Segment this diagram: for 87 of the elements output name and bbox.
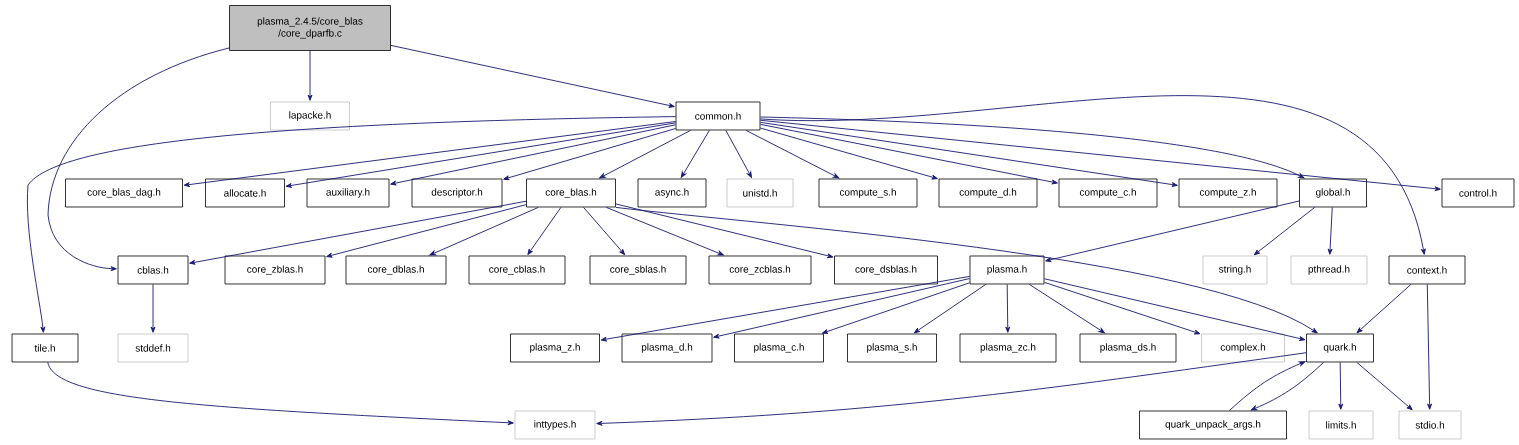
arrow bbox=[713, 278, 971, 339]
arrow bbox=[913, 283, 987, 334]
file-box: plasma_zc.h bbox=[959, 333, 1057, 363]
arrow bbox=[615, 203, 834, 259]
arrow bbox=[390, 124, 677, 186]
arrow bbox=[390, 44, 675, 108]
arrow bbox=[307, 50, 313, 101]
file-box: global.h bbox=[1299, 178, 1367, 208]
file-box: compute_s.h bbox=[818, 178, 918, 208]
file-box: core_zblas.h bbox=[224, 255, 326, 285]
file-box: async.h bbox=[637, 178, 707, 208]
file-box: compute_d.h bbox=[938, 178, 1038, 208]
file-box: plasma_ds.h bbox=[1079, 333, 1177, 363]
arrow bbox=[326, 204, 527, 258]
file-box: stdio.h bbox=[1398, 410, 1462, 440]
file-box: core_cblas.h bbox=[468, 255, 566, 285]
arrow bbox=[1253, 206, 1316, 256]
file-box: cblas.h bbox=[117, 255, 189, 285]
file-box: plasma_z.h bbox=[510, 333, 600, 363]
file-box: lapacke.h bbox=[270, 101, 350, 131]
file-box: tile.h bbox=[11, 333, 79, 363]
arrow bbox=[150, 283, 156, 333]
file-box: core_blas.h bbox=[526, 178, 616, 208]
file-box: plasma_s.h bbox=[847, 333, 937, 363]
file-box: context.h bbox=[1388, 255, 1466, 285]
arrow bbox=[285, 122, 677, 188]
arrow bbox=[429, 206, 539, 256]
arrow bbox=[599, 129, 691, 179]
arrow bbox=[503, 128, 677, 181]
file-box: inttypes.h bbox=[514, 410, 596, 440]
arrow bbox=[745, 129, 840, 179]
file-box: stddef.h bbox=[117, 333, 189, 363]
arrow bbox=[1356, 361, 1413, 411]
arrow bbox=[1028, 283, 1106, 334]
file-box: core_dblas.h bbox=[345, 255, 447, 285]
arrow bbox=[47, 361, 514, 426]
arrow bbox=[1327, 206, 1333, 255]
arrow bbox=[759, 127, 938, 180]
arrow bbox=[189, 200, 527, 265]
file-box: core_blas_dag.h bbox=[65, 178, 183, 208]
arrow bbox=[1356, 283, 1412, 334]
file-box: plasma_c.h bbox=[734, 333, 824, 363]
arrow bbox=[759, 116, 1305, 179]
file-box: quark_unpack_args.h bbox=[1139, 410, 1287, 440]
file-box: plasma_2.4.5/core_blas /core_dparfb.c bbox=[229, 5, 391, 51]
file-box: limits.h bbox=[1308, 410, 1374, 440]
arrow bbox=[759, 119, 1441, 192]
arrow bbox=[600, 276, 971, 342]
file-box: plasma.h bbox=[969, 255, 1045, 285]
arrow bbox=[1338, 361, 1344, 410]
file-box: core_dsblas.h bbox=[834, 255, 938, 285]
file-box: compute_c.h bbox=[1058, 178, 1158, 208]
arrow bbox=[1043, 281, 1201, 335]
file-box: plasma_d.h bbox=[621, 333, 713, 363]
file-box: descriptor.h bbox=[411, 178, 503, 208]
file-box: quark.h bbox=[1306, 333, 1374, 363]
arrow bbox=[1426, 283, 1433, 410]
file-box: complex.h bbox=[1201, 333, 1285, 363]
arrow bbox=[583, 206, 626, 256]
arrow bbox=[759, 121, 1178, 187]
file-box: unistd.h bbox=[726, 178, 794, 208]
arrow bbox=[527, 206, 562, 255]
arrow bbox=[605, 206, 724, 256]
arrow bbox=[615, 206, 1318, 334]
arrow bbox=[1005, 283, 1011, 333]
arrow bbox=[1250, 361, 1324, 411]
file-box: core_zcblas.h bbox=[708, 255, 812, 285]
arrow bbox=[725, 129, 752, 178]
file-box: auxiliary.h bbox=[306, 178, 390, 208]
arrow bbox=[1043, 278, 1306, 341]
arrow bbox=[26, 116, 677, 333]
arrow bbox=[759, 95, 1426, 255]
arrow bbox=[1045, 200, 1300, 263]
arrow bbox=[821, 282, 971, 334]
file-box: string.h bbox=[1202, 255, 1268, 285]
file-box: compute_z.h bbox=[1178, 178, 1278, 208]
file-box: common.h bbox=[675, 101, 761, 131]
file-box: allocate.h bbox=[205, 178, 285, 208]
arrow bbox=[1229, 361, 1306, 412]
arrow bbox=[680, 129, 710, 178]
arrow bbox=[596, 352, 1307, 426]
file-box: control.h bbox=[1441, 178, 1515, 208]
file-box: core_sblas.h bbox=[589, 255, 687, 285]
arrow bbox=[183, 121, 677, 187]
arrow bbox=[759, 123, 1058, 185]
file-box: pthread.h bbox=[1290, 255, 1368, 285]
arrow bbox=[47, 47, 230, 272]
